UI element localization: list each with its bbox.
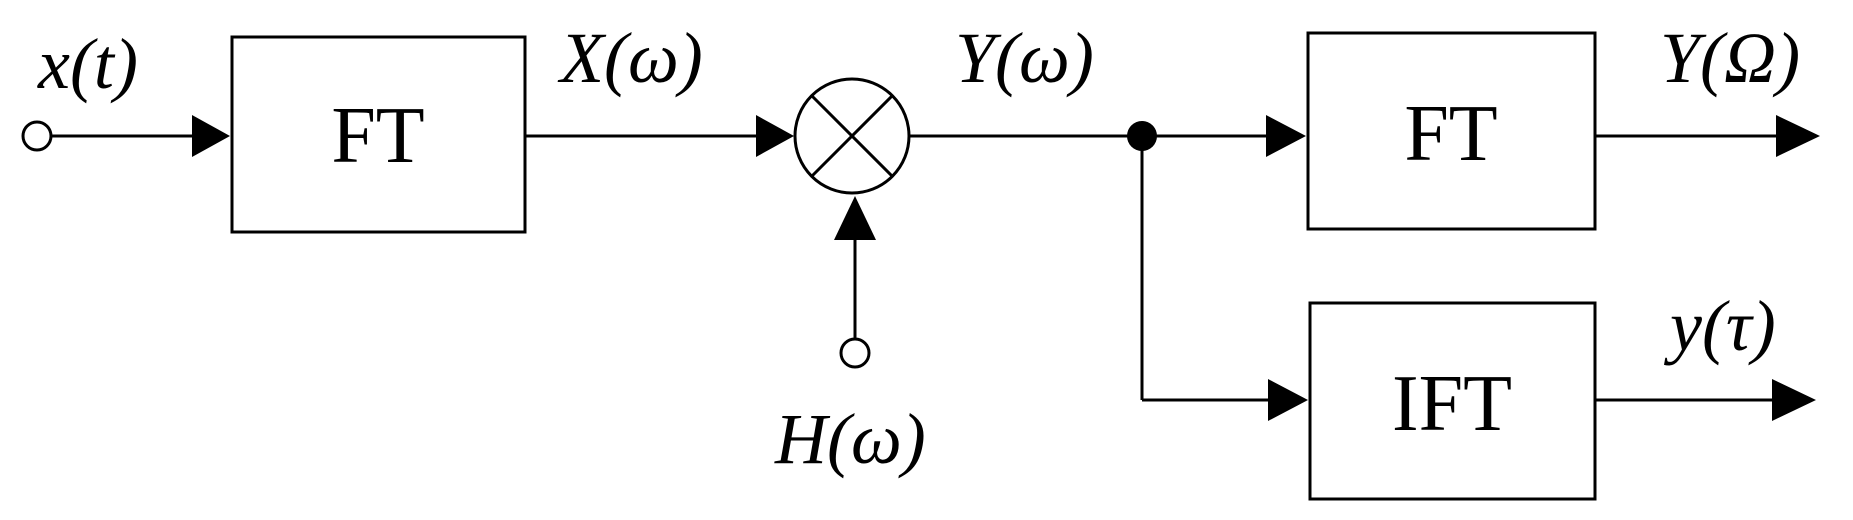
label-x-t: x(t) bbox=[37, 24, 138, 104]
ft2-label: FT bbox=[1404, 90, 1497, 178]
label-H-omega: H(ω) bbox=[774, 399, 926, 479]
arrow-into-ift bbox=[1268, 379, 1308, 421]
ift-block bbox=[1308, 301, 1597, 501]
input-terminal bbox=[21, 120, 53, 152]
arrow-into-multiplier-bottom bbox=[834, 196, 876, 240]
filter-terminal bbox=[839, 337, 871, 369]
ft1-label: FT bbox=[331, 92, 424, 180]
arrow-out-ift bbox=[1772, 379, 1816, 421]
ift-label: IFT bbox=[1392, 360, 1512, 448]
arrow-out-ft2 bbox=[1776, 115, 1820, 157]
label-y-tau: y(τ) bbox=[1663, 286, 1776, 366]
label-X-omega: X(ω) bbox=[557, 18, 703, 98]
arrow-into-ft2 bbox=[1266, 115, 1306, 157]
arrow-into-multiplier bbox=[756, 115, 794, 157]
label-Y-Omega: Y(Ω) bbox=[1660, 18, 1800, 98]
ft2-block bbox=[1306, 31, 1597, 231]
ft1-block bbox=[230, 35, 527, 234]
label-Y-omega: Y(ω) bbox=[955, 18, 1094, 98]
arrow-into-ft1 bbox=[192, 115, 230, 157]
multiply-icon bbox=[793, 77, 911, 195]
